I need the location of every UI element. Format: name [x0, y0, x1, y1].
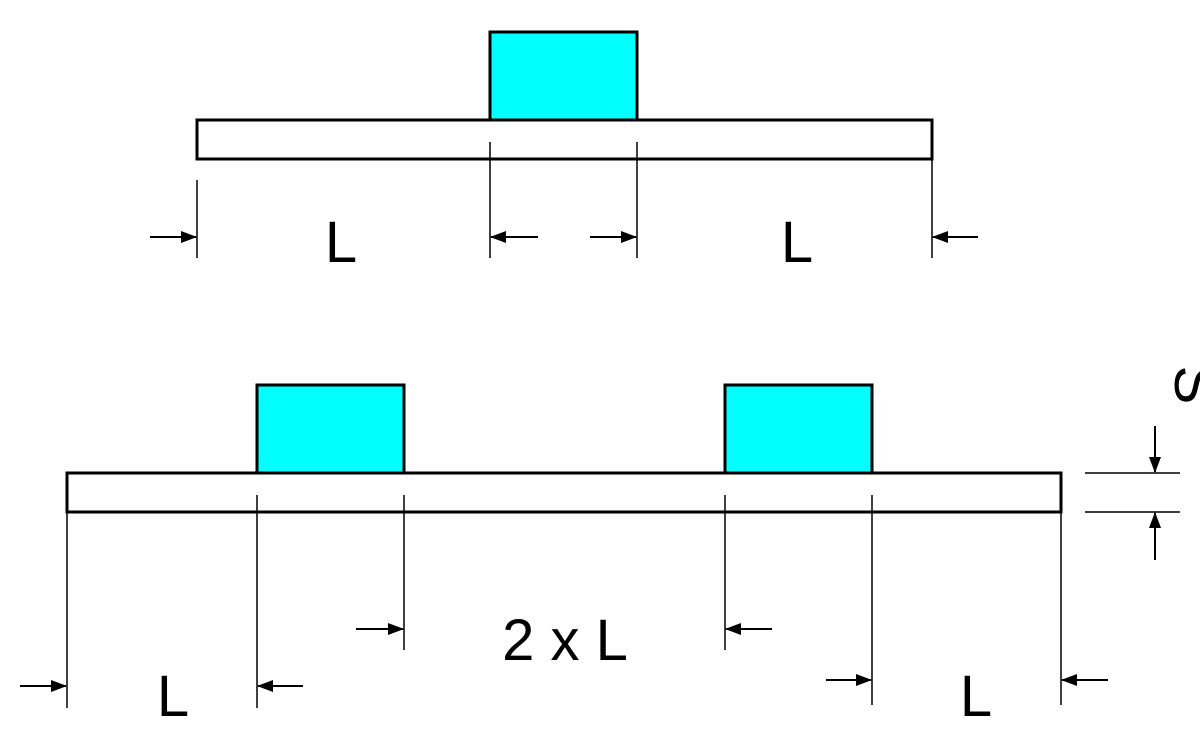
top-left-length-label: L [325, 210, 357, 275]
bottom-left-length-label: L [157, 664, 189, 729]
top-component-block [488, 30, 639, 122]
thickness-dimension: S [1085, 366, 1200, 560]
bottom-assembly: L 2 x L L [20, 383, 1108, 729]
bottom-component-block-right [723, 383, 874, 475]
bottom-board [65, 471, 1063, 514]
top-assembly: L L [150, 30, 978, 275]
bottom-component-block-left [255, 383, 406, 475]
thickness-label: S [1162, 366, 1200, 405]
bottom-middle-length-label: 2 x L [502, 608, 628, 673]
bottom-right-length-label: L [960, 664, 992, 729]
top-right-length-label: L [781, 210, 813, 275]
top-board [195, 118, 934, 161]
